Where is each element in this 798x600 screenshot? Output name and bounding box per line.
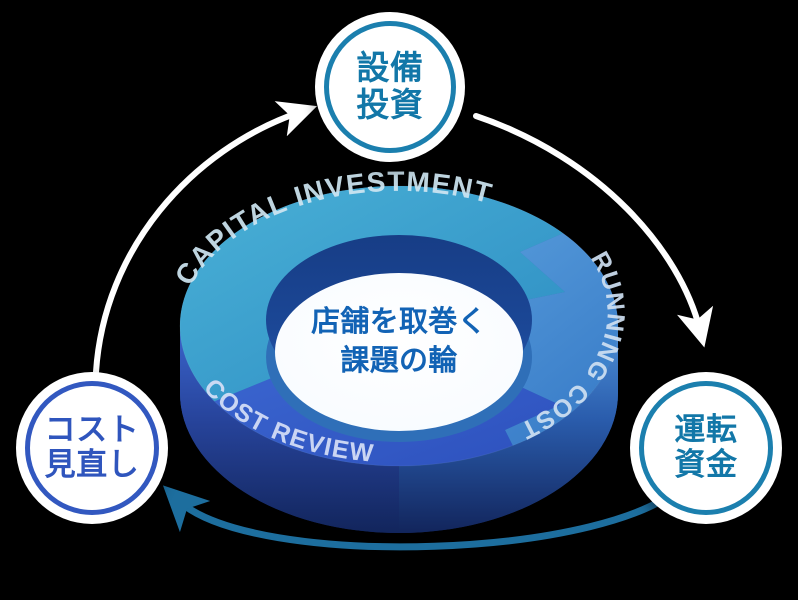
bubble-capital-ring <box>324 21 456 153</box>
ring-inner-wall <box>266 235 532 431</box>
bubble-capital-label: 設備 投資 <box>356 49 424 123</box>
ring-outer-wall <box>180 326 618 533</box>
bubble-working-capital[interactable]: 運転 資金 <box>630 372 782 524</box>
ring-hole-floor <box>275 273 523 431</box>
bubble-capital-investment[interactable]: 設備 投資 <box>315 12 465 162</box>
arrow-working-to-cost <box>162 476 692 551</box>
arrow-cost-to-capital <box>93 101 318 375</box>
bubble-working-label: 運転 資金 <box>674 412 738 482</box>
bubble-cost-ring <box>25 381 159 515</box>
arrow-capital-to-working <box>473 113 714 348</box>
bubble-cost-label: コスト 見直し <box>44 412 140 482</box>
bubble-working-ring <box>639 381 773 515</box>
bubble-cost-review[interactable]: コスト 見直し <box>16 372 168 524</box>
